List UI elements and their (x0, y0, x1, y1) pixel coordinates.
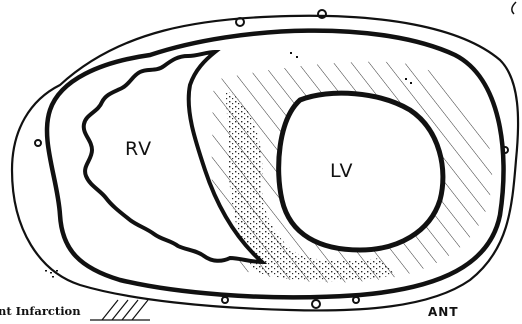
left-ventricle-cavity (279, 93, 443, 250)
corner-fragment (512, 2, 516, 14)
legend-label: nt Infarction (0, 306, 81, 318)
legend-hatch-sample (90, 300, 150, 320)
lv-label: LV (330, 162, 354, 181)
rv-label: RV (125, 140, 152, 159)
ant-label: ANT (428, 306, 459, 318)
